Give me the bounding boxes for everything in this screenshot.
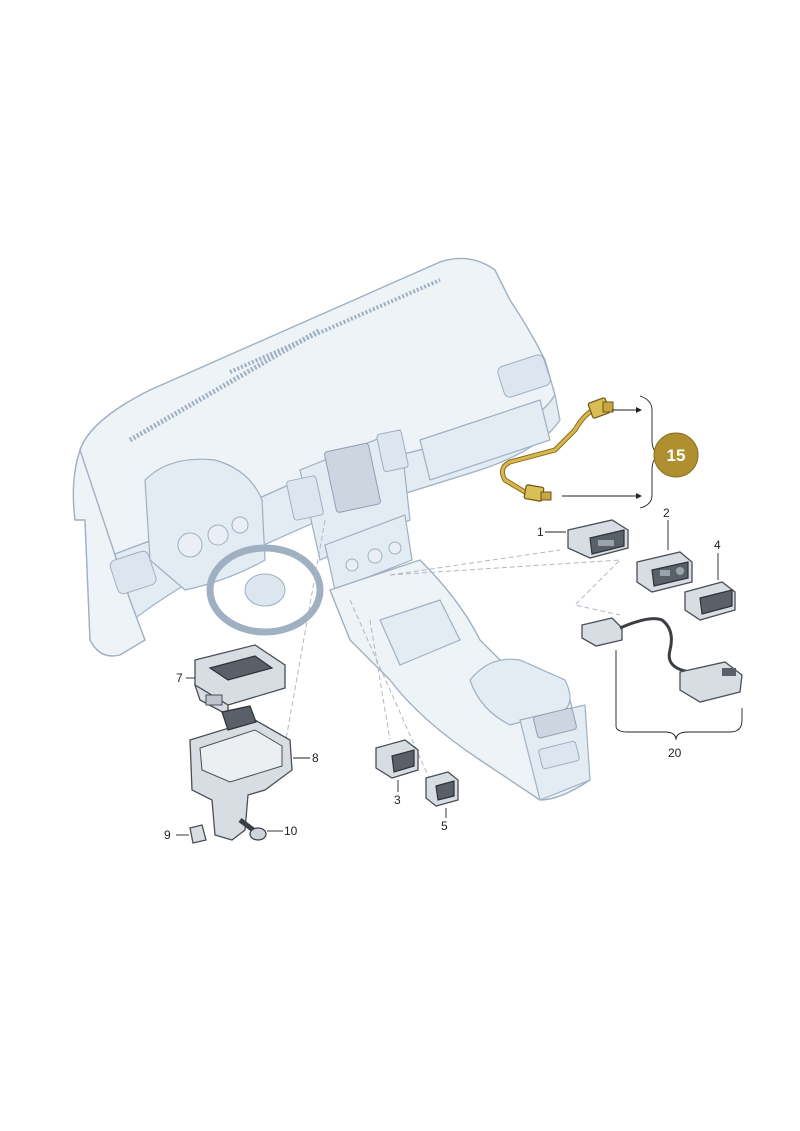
part-20-adapter-cable[interactable] xyxy=(581,617,743,703)
part-5-cap[interactable] xyxy=(425,771,459,807)
part-7-control-unit[interactable] xyxy=(193,644,286,717)
callout-4: 4 xyxy=(714,538,721,552)
part-3-socket[interactable] xyxy=(375,739,419,779)
dashboard-illustration xyxy=(72,257,591,801)
part-15-badge[interactable]: 15 xyxy=(653,432,699,478)
part-2-usb-socket[interactable] xyxy=(636,551,693,593)
callout-3: 3 xyxy=(394,793,401,807)
callout-7: 7 xyxy=(176,671,183,685)
callout-2: 2 xyxy=(663,506,670,520)
part-20-bracket xyxy=(615,650,743,741)
callout-9: 9 xyxy=(164,828,171,842)
part-4-cover[interactable] xyxy=(684,581,736,621)
part-1-usb-socket[interactable] xyxy=(567,519,629,559)
part-15-bracket xyxy=(562,395,662,509)
part-8-bracket[interactable] xyxy=(189,705,293,841)
callout-10: 10 xyxy=(284,824,298,838)
callout-20: 20 xyxy=(668,746,682,760)
part-9-clip[interactable] xyxy=(189,824,207,844)
callout-1: 1 xyxy=(537,525,544,539)
part-10-screw[interactable] xyxy=(238,818,267,841)
part-15-cable[interactable] xyxy=(499,397,614,502)
badge-label: 15 xyxy=(667,446,686,465)
callout-8: 8 xyxy=(312,751,319,765)
callout-5: 5 xyxy=(441,819,448,833)
